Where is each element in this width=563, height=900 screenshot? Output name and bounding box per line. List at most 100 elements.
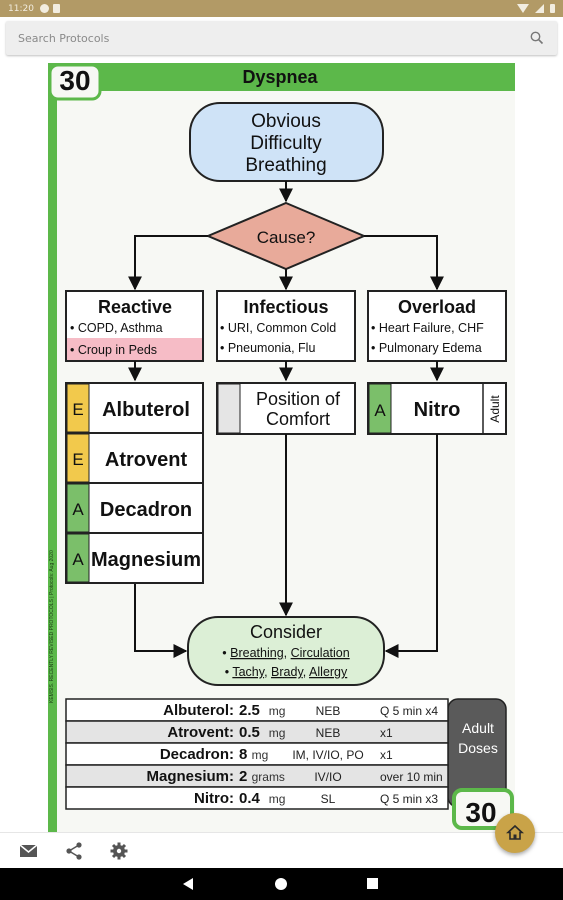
bottom-toolbar xyxy=(0,832,563,868)
decision-label: Cause? xyxy=(257,228,316,247)
nitro-level-cell xyxy=(368,383,392,434)
overload-box xyxy=(367,290,507,362)
dose-frequency: over 10 min xyxy=(380,770,443,784)
dose-route: SL xyxy=(321,792,336,806)
recents-nav-icon[interactable] xyxy=(367,878,378,889)
treatment-name: Decadron xyxy=(100,499,192,521)
gear-icon xyxy=(110,842,128,860)
nitro-adult-tag: Adult xyxy=(488,395,502,423)
dose-route: IM, IV/IO, PO xyxy=(292,748,363,762)
treatment-level-cell xyxy=(66,533,90,583)
dose-unit: mg xyxy=(269,792,286,806)
search-icon[interactable] xyxy=(529,30,545,46)
protocol-number: 30 xyxy=(59,65,90,96)
dose-unit: mg xyxy=(269,726,286,740)
dose-frequency: Q 5 min x3 xyxy=(380,792,438,806)
home-nav-icon[interactable] xyxy=(275,878,287,890)
dose-drug: Atrovent: xyxy=(167,724,234,741)
consider-line-1: • Breathing, Circulation xyxy=(222,646,349,660)
dose-route: IV/IO xyxy=(314,770,341,784)
status-time: 11:20 xyxy=(8,3,34,14)
consider-brady: Brady xyxy=(271,665,304,679)
status-bar: 11:20 xyxy=(0,0,563,17)
treatment-name: Albuterol xyxy=(102,399,190,421)
overload-item-1: • Heart Failure, CHF xyxy=(371,321,484,335)
search-input[interactable] xyxy=(18,31,529,45)
start-line-2: Difficulty xyxy=(250,133,322,154)
infectious-title: Infectious xyxy=(243,297,328,317)
consider-node xyxy=(187,616,385,686)
dose-drug: Decadron: xyxy=(160,746,234,763)
dose-row xyxy=(65,786,449,810)
treatment-level: E xyxy=(72,400,83,419)
arrow-treat-consider xyxy=(134,584,188,658)
home-fab-button[interactable] xyxy=(495,813,535,853)
dose-unit: grams xyxy=(252,770,285,784)
protocol-number-badge xyxy=(48,63,102,101)
dose-unit: mg xyxy=(269,704,286,718)
dose-drug: Albuterol: xyxy=(163,702,234,719)
notification-icon xyxy=(39,4,49,13)
dose-frequency: Q 5 min x4 xyxy=(380,704,438,718)
dose-drug: Magnesium: xyxy=(146,768,234,785)
protocol-flowchart: KEMSIS. RECENTLY REVISED PROTOCOLS | Pro… xyxy=(48,63,515,832)
share-button[interactable] xyxy=(64,841,86,861)
nitro-name: Nitro xyxy=(414,399,461,421)
overload-item-2: • Pulmonary Edema xyxy=(371,341,482,355)
reactive-title: Reactive xyxy=(98,297,172,317)
share-icon xyxy=(66,842,82,860)
battery-icon xyxy=(550,4,555,13)
consider-line-2: • Tachy, Brady, Allergy xyxy=(225,665,348,679)
dose-unit: mg xyxy=(252,748,269,762)
arrow-to-overload xyxy=(364,235,444,291)
adult-doses-label-2: Doses xyxy=(458,740,498,756)
wifi-icon xyxy=(517,4,529,13)
dose-frequency: x1 xyxy=(380,726,393,740)
consider-tachy: Tachy xyxy=(232,665,265,679)
treatment-level: A xyxy=(72,500,84,519)
treatment-level: E xyxy=(72,450,83,469)
infectious-box xyxy=(216,290,356,362)
dose-amount: 8 xyxy=(239,746,247,763)
treatment-name: Magnesium xyxy=(91,549,201,571)
consider-circulation: Circulation xyxy=(291,646,350,660)
nitro-level: A xyxy=(374,401,386,420)
header-bar xyxy=(48,63,515,91)
settings-button[interactable] xyxy=(108,841,130,861)
dose-drug: Nitro: xyxy=(194,790,234,807)
infectious-item-2: • Pneumonia, Flu xyxy=(220,341,315,355)
treatment-name: Atrovent xyxy=(105,449,188,471)
start-line-3: Breathing xyxy=(245,155,326,176)
dose-amount: 0.4 xyxy=(239,790,261,807)
reactive-item-1: • COPD, Asthma xyxy=(70,321,163,335)
footer-number: 30 xyxy=(465,797,496,828)
back-nav-icon[interactable] xyxy=(183,878,193,890)
dose-amount: 2 xyxy=(239,768,247,785)
email-button[interactable] xyxy=(18,841,40,861)
position-level-cell xyxy=(217,383,241,434)
adult-doses-label-1: Adult xyxy=(462,720,494,736)
dose-route: NEB xyxy=(316,726,341,740)
consider-title: Consider xyxy=(250,622,322,642)
left-margin-strip xyxy=(48,63,57,832)
protocol-title: Dyspnea xyxy=(242,67,318,87)
side-revision-text: KEMSIS. RECENTLY REVISED PROTOCOLS | Pro… xyxy=(49,550,55,703)
arrow-nitro-consider xyxy=(384,434,438,658)
signal-icon xyxy=(535,4,544,13)
arrow-to-reactive xyxy=(128,235,208,291)
envelope-icon xyxy=(19,844,38,857)
position-line-2: Comfort xyxy=(266,409,330,429)
dose-amount: 0.5 xyxy=(239,724,260,741)
dose-amount: 2.5 xyxy=(239,702,260,719)
reactive-highlight xyxy=(67,338,202,360)
home-icon xyxy=(506,824,524,840)
protocol-document: KEMSIS. RECENTLY REVISED PROTOCOLS | Pro… xyxy=(48,63,515,832)
search-bar xyxy=(6,21,557,55)
consider-breathing: Breathing xyxy=(230,646,284,660)
overload-title: Overload xyxy=(398,297,476,317)
infectious-item-1: • URI, Common Cold xyxy=(220,321,336,335)
consider-allergy: Allergy xyxy=(309,665,348,679)
system-nav-bar xyxy=(0,868,563,900)
